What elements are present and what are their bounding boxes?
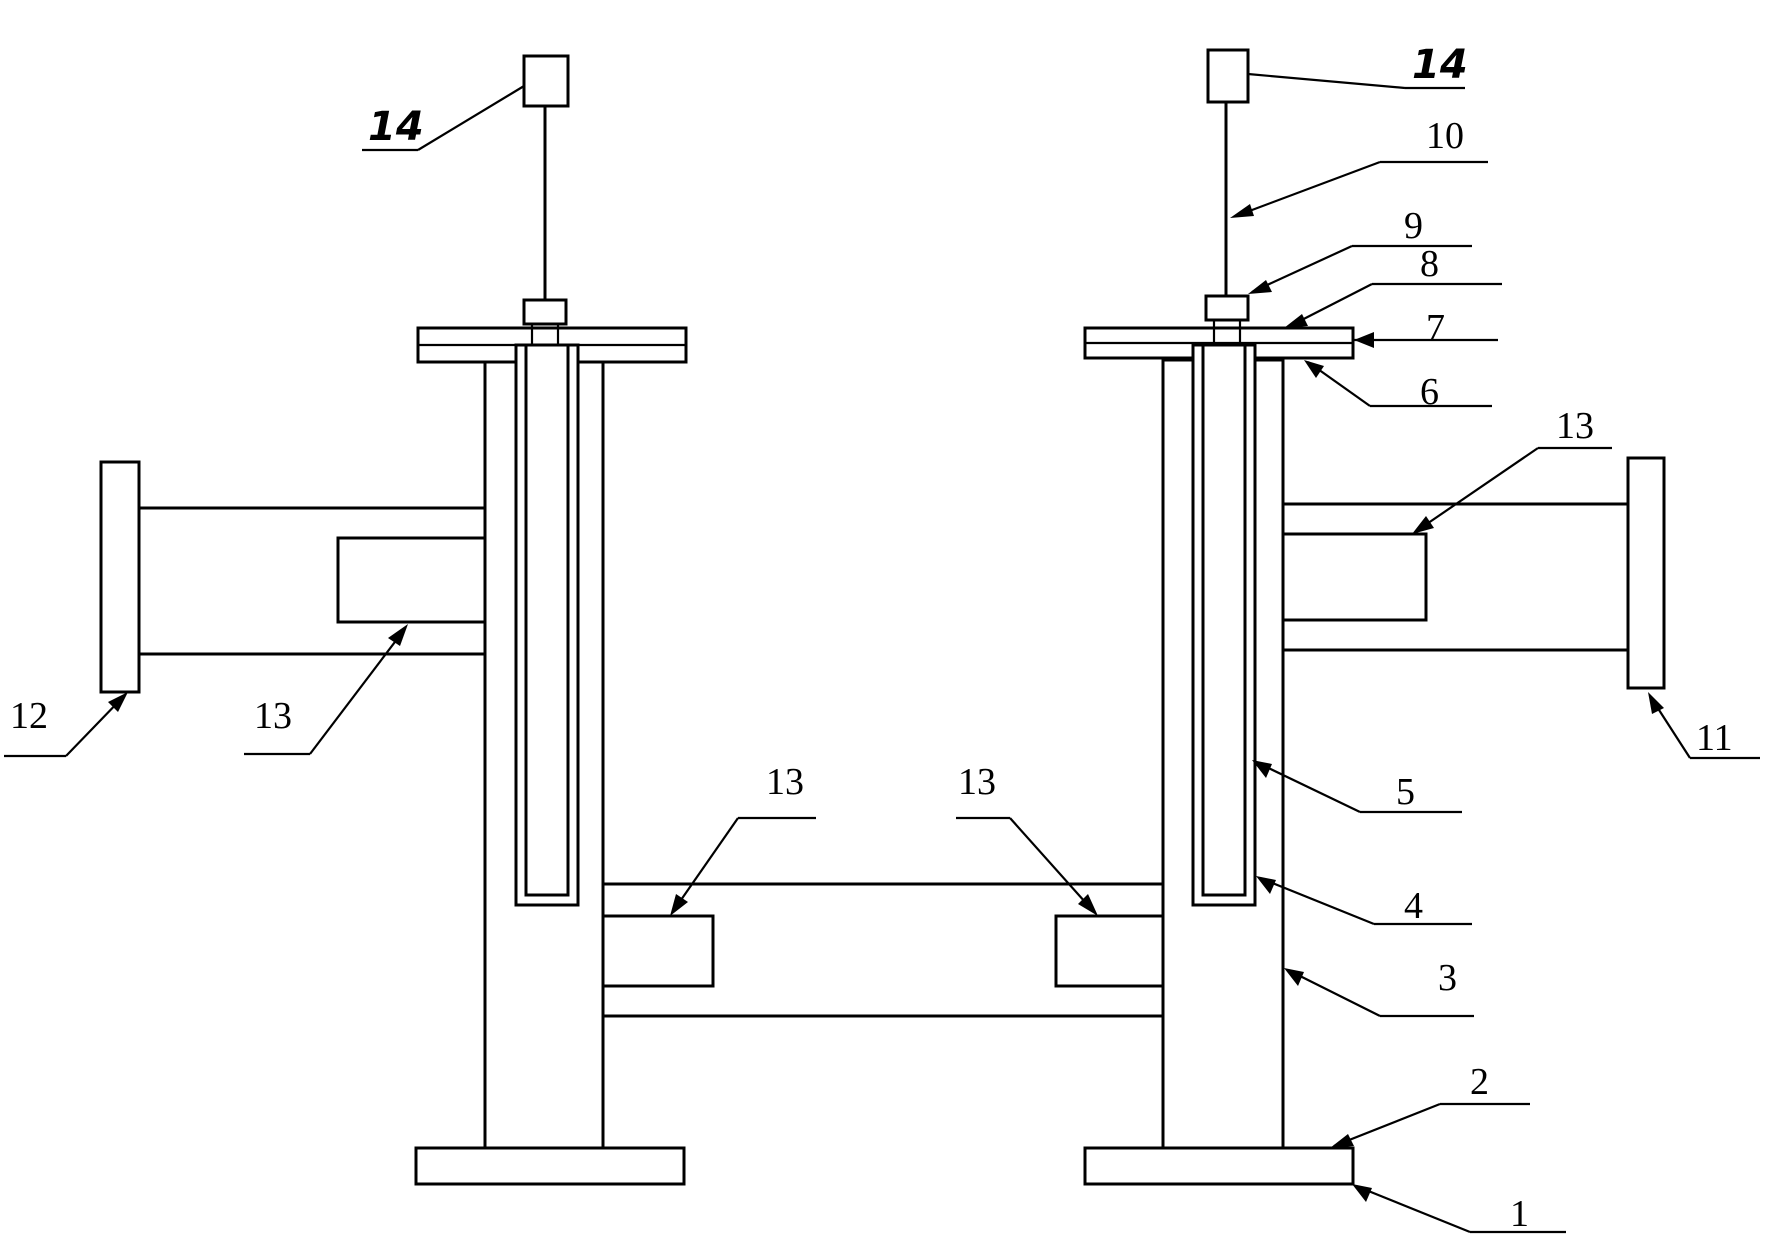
left-end-plate — [99, 460, 141, 694]
callout-7: 7 — [1353, 307, 1498, 349]
right-assembly — [1083, 48, 1666, 1186]
left-sensor-box — [522, 54, 570, 108]
callout-4: 4 — [1256, 876, 1472, 927]
label-12: 12 — [10, 695, 48, 737]
callouts: 14 14 10 9 8 — [4, 42, 1760, 1235]
label-2: 2 — [1470, 1061, 1489, 1103]
callout-12: 12 — [4, 692, 128, 758]
callout-3: 3 — [1284, 957, 1474, 1018]
label-3: 3 — [1438, 957, 1457, 999]
callout-11: 11 — [1648, 692, 1760, 760]
callout-13-right-upper: 13 — [1412, 405, 1612, 534]
callout-10: 10 — [1230, 115, 1488, 218]
callout-2: 2 — [1330, 1061, 1530, 1148]
label-11: 11 — [1696, 717, 1733, 759]
label-4: 4 — [1404, 885, 1423, 927]
callout-5: 5 — [1252, 760, 1462, 814]
callout-13-center-left: 13 — [670, 761, 816, 916]
left-assembly — [99, 54, 688, 1186]
callout-13-left-upper: 13 — [244, 624, 408, 756]
label-1: 1 — [1510, 1193, 1529, 1235]
callout-13-center-right: 13 — [956, 761, 1098, 916]
right-end-plate — [1626, 456, 1666, 690]
label-13-left-upper: 13 — [254, 695, 292, 737]
callout-1: 1 — [1352, 1184, 1566, 1235]
callout-14-left: 14 — [362, 85, 525, 152]
label-5: 5 — [1396, 771, 1415, 813]
right-base-plate — [1083, 1146, 1355, 1186]
right-coupling-cap — [1204, 294, 1250, 322]
label-14-right: 14 — [1412, 42, 1468, 88]
label-13-center-left: 13 — [766, 761, 804, 803]
center-left-block — [601, 914, 715, 988]
left-arm-block — [336, 536, 487, 624]
label-14-left: 14 — [368, 104, 424, 150]
label-13-right-upper: 13 — [1556, 405, 1594, 447]
label-8: 8 — [1420, 243, 1439, 285]
center-right-block — [1054, 914, 1165, 988]
callout-14-right: 14 — [1247, 42, 1468, 90]
label-9: 9 — [1404, 205, 1423, 247]
right-sensor-box — [1206, 48, 1250, 104]
label-7: 7 — [1426, 307, 1445, 349]
label-6: 6 — [1420, 371, 1439, 413]
callout-9: 9 — [1248, 205, 1472, 294]
right-arm-block — [1281, 532, 1428, 622]
left-inner-rod — [524, 343, 570, 897]
label-13-center-right: 13 — [958, 761, 996, 803]
label-10: 10 — [1426, 115, 1464, 157]
left-coupling-cap — [522, 298, 568, 326]
left-base-plate — [414, 1146, 686, 1186]
right-inner-rod — [1201, 343, 1247, 897]
callout-6: 6 — [1304, 360, 1492, 413]
callout-8: 8 — [1284, 243, 1502, 328]
